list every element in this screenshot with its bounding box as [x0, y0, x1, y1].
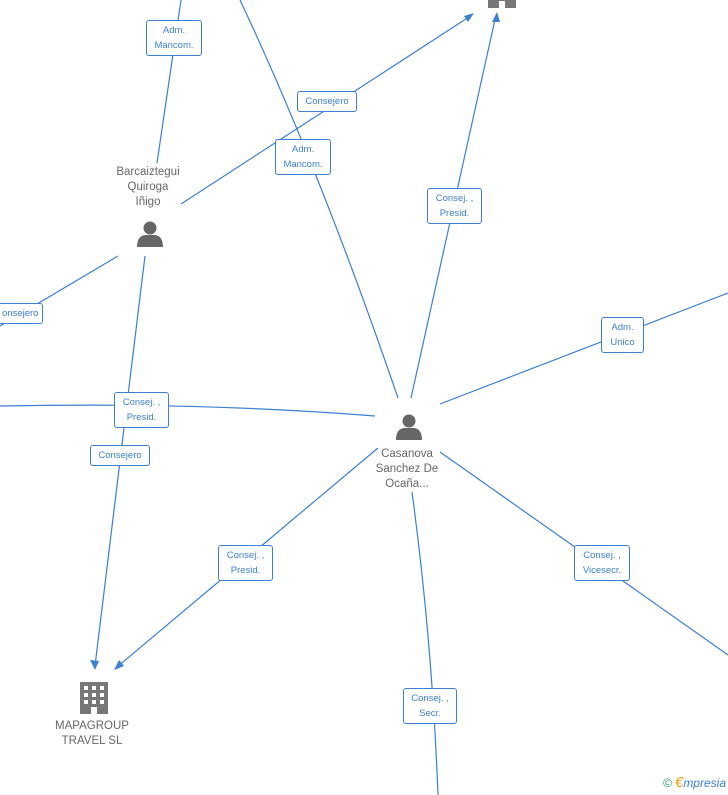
brand-logo-initial: € [674, 774, 684, 791]
edge-label[interactable]: Consej. , Vicesecr. [574, 545, 630, 581]
edge-label[interactable]: onsejero [0, 303, 43, 324]
edge-label[interactable]: Adm. Mancom. [275, 139, 331, 175]
edge-label[interactable]: Consej. , Presid. [114, 392, 169, 428]
arrowhead [90, 660, 99, 670]
edge-casanova-offscreen-bottom[interactable] [411, 491, 439, 795]
edge-label[interactable]: Adm. Unico [601, 317, 644, 353]
edge-label[interactable]: Consej. , Presid. [218, 545, 273, 581]
arrowhead [492, 12, 500, 22]
arrowhead [114, 660, 124, 670]
node-label-barcaiztegui[interactable]: Barcaiztegui Quiroga Iñigo [116, 166, 180, 208]
edge-label[interactable]: Adm. Mancom. [146, 20, 202, 56]
brand-watermark: ©€mpresia [663, 774, 726, 791]
edge-label[interactable]: Consej. , Presid. [427, 188, 482, 224]
edge-label[interactable]: Consej. , Secr. [403, 688, 457, 724]
person-icon[interactable] [396, 414, 422, 441]
edge-casanova-offscreen-right[interactable] [439, 292, 728, 405]
brand-name: mpresia [683, 776, 726, 790]
arrowhead [464, 13, 474, 22]
building-icon[interactable] [488, 0, 516, 8]
node-label-mapagroup[interactable]: MAPAGROUP TRAVEL SL [55, 720, 129, 747]
edge-casanova-offscreen-left[interactable] [0, 404, 376, 417]
copyright-symbol: © [663, 776, 672, 790]
building-icon[interactable] [80, 682, 108, 714]
edge-label[interactable]: Consejero [297, 91, 357, 112]
edge-casanova-offscreen-top[interactable] [239, 0, 399, 399]
person-icon[interactable] [137, 221, 163, 248]
edge-label[interactable]: Consejero [90, 445, 150, 466]
node-label-casanova[interactable]: Casanova Sanchez De Ocaña... [375, 448, 439, 490]
